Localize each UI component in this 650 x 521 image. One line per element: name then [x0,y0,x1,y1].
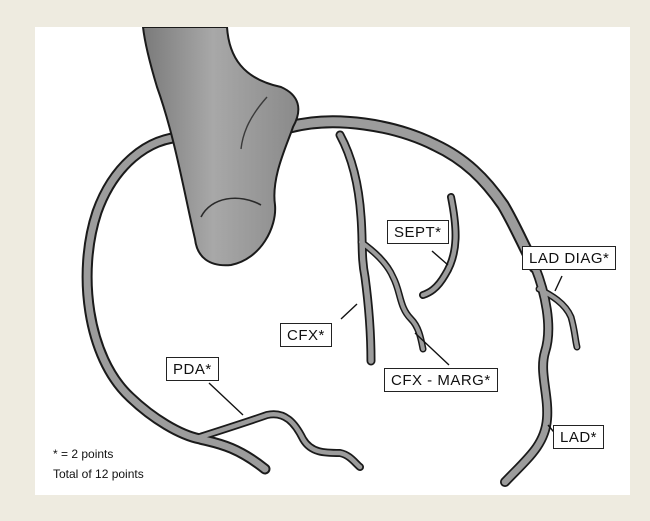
sept-leader [432,251,448,265]
label-lad: LAD* [553,425,604,449]
vessel-outlines [87,122,577,482]
footnote-points: * = 2 points [53,447,113,461]
label-cfx: CFX* [280,323,332,347]
vessel-fills [87,122,577,482]
leader-lines [209,251,562,437]
label-pda: PDA* [166,357,219,381]
aorta-root [143,27,298,265]
pda-leader [209,383,243,415]
lad-diag-leader [555,276,562,291]
label-cfx-marg: CFX - MARG* [384,368,498,392]
footnote-total: Total of 12 points [53,467,144,481]
label-lad-diag: LAD DIAG* [522,246,616,270]
diagram-panel: SEPT* LAD DIAG* CFX* CFX - MARG* PDA* LA… [35,27,630,495]
label-sept: SEPT* [387,220,449,244]
cfx-leader [341,304,357,319]
